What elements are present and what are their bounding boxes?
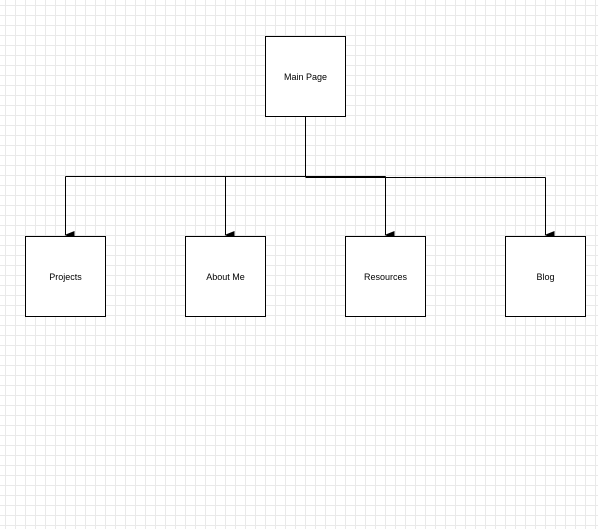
node-main-page[interactable]: Main Page: [265, 36, 346, 117]
node-label: Resources: [363, 271, 408, 282]
node-blog[interactable]: Blog: [505, 236, 586, 317]
node-projects[interactable]: Projects: [25, 236, 106, 317]
node-resources[interactable]: Resources: [345, 236, 426, 317]
node-label: Projects: [49, 271, 82, 282]
node-label: Main Page: [283, 71, 328, 82]
node-label: About Me: [206, 271, 245, 282]
node-label: Blog: [536, 271, 555, 282]
node-about-me[interactable]: About Me: [185, 236, 266, 317]
